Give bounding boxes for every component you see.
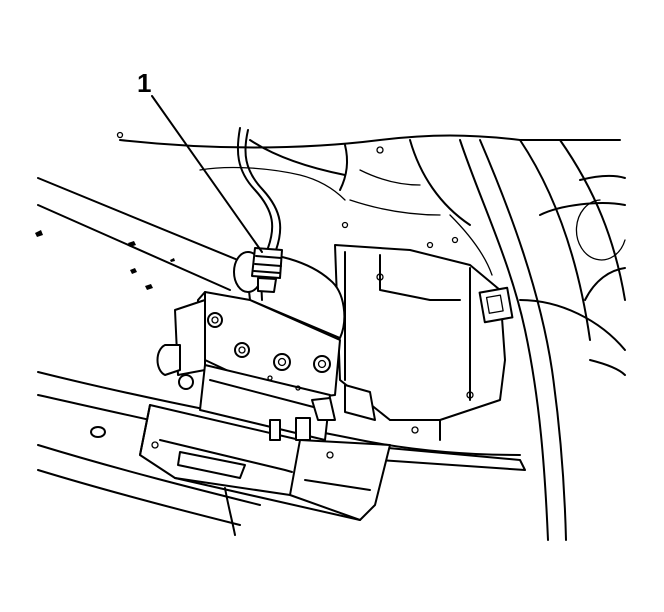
callout-number: 1 — [137, 68, 152, 98]
callout-leader-line — [151, 95, 263, 253]
abs-control-unit — [139, 404, 391, 536]
body-structure — [116, 131, 626, 541]
brake-pipe — [236, 127, 283, 293]
frame-rail — [35, 177, 521, 526]
mounting-bracket — [299, 244, 526, 471]
abs-valve-block — [156, 291, 341, 441]
